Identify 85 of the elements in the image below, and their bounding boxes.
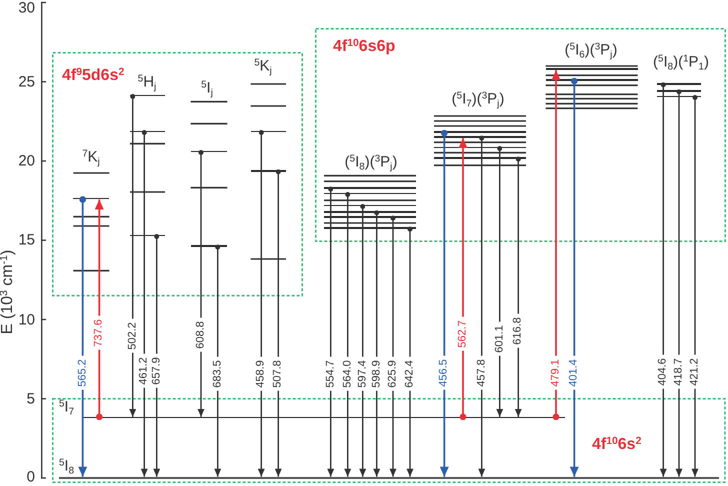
transition-arrow xyxy=(692,94,698,477)
transition-arrow xyxy=(552,70,560,420)
wavelength-label: 421.2 xyxy=(690,355,700,389)
energy-level-line xyxy=(324,211,416,213)
energy-level-line xyxy=(250,130,286,132)
wavelength-label: 479.1 xyxy=(550,356,562,390)
term-symbol-label: ($^{5}$I$_{7}$)($^{3}$P$_{j}$) xyxy=(452,91,504,106)
transition-arrow xyxy=(676,89,682,477)
energy-level-line xyxy=(434,131,526,134)
wavelength-label: 554.7 xyxy=(325,357,336,391)
energy-level-line xyxy=(324,192,416,194)
term-symbol-label: $^{7}$K$_{j}$ xyxy=(82,150,100,164)
transition-arrow xyxy=(140,130,148,477)
configuration-label: 4f$^{10}$6s$^{2}$ xyxy=(592,436,642,453)
transition-arrow xyxy=(274,169,282,477)
wavelength-label: 401.4 xyxy=(568,356,580,390)
term-symbol-label: ($^{5}$I$_{8}$)($^{3}$P$_{j}$) xyxy=(344,154,398,170)
wavelength-label: 642.4 xyxy=(404,357,416,391)
transition-arrow xyxy=(478,136,486,477)
wavelength-label: 565.2 xyxy=(77,356,88,390)
wavelength-label: 458.9 xyxy=(256,357,267,391)
energy-level-line xyxy=(250,170,286,172)
level-label: $^{5}$I$_{8}$ xyxy=(58,458,74,474)
level-label: $^{5}$I$_{7}$ xyxy=(58,399,74,414)
wavelength-label: 683.5 xyxy=(212,357,224,391)
dashed-group-frame xyxy=(52,398,726,484)
energy-level-line xyxy=(656,83,701,85)
wavelength-label: 608.8 xyxy=(196,318,206,352)
term-symbol-label: ($^{5}$I$_{8}$)($^{1}$P$_{1}$) xyxy=(653,54,709,70)
wavelength-label: 616.8 xyxy=(512,314,524,348)
energy-level-line xyxy=(434,157,526,160)
wavelength-label: 404.6 xyxy=(658,355,669,389)
axis-tick-label: 15 xyxy=(18,232,35,248)
energy-level-line xyxy=(324,204,416,206)
energy-level-line xyxy=(434,146,526,148)
axis-tick-label: 0 xyxy=(26,470,35,484)
energy-level-line xyxy=(130,234,165,236)
dashed-group-frame xyxy=(52,52,304,297)
transition-arrow xyxy=(570,78,579,477)
energy-level-line xyxy=(73,198,110,200)
energy-level-line xyxy=(324,187,416,190)
wavelength-label: 418.7 xyxy=(674,355,684,389)
dashed-group-frame xyxy=(315,28,726,242)
energy-level-line xyxy=(656,90,701,92)
energy-level-line xyxy=(324,227,416,230)
energy-level-line xyxy=(434,136,526,138)
axis-tick-label: 10 xyxy=(18,312,35,327)
transition-arrow xyxy=(440,130,449,477)
energy-level-line xyxy=(190,150,228,152)
energy-level-line xyxy=(130,94,165,96)
energy-level-line xyxy=(190,245,228,248)
wavelength-label: 597.4 xyxy=(357,357,368,391)
wavelength-label: 461.2 xyxy=(138,354,150,388)
transition-arrow xyxy=(344,192,352,477)
wavelength-label: 457.8 xyxy=(476,356,488,390)
wavelength-label: 601.1 xyxy=(494,322,506,356)
term-symbol-label: $^{5}$H$_{j}$ xyxy=(138,74,156,90)
energy-level-line xyxy=(656,96,701,98)
term-symbol-label: ($^{5}$I$_{6}$)($^{3}$P$_{j}$) xyxy=(564,42,618,57)
transition-arrow xyxy=(660,82,667,477)
wavelength-label: 657.9 xyxy=(151,354,162,388)
transition-arrow xyxy=(129,94,136,417)
configuration-label: 4f$^{9}$5d6s$^{2}$ xyxy=(62,68,124,84)
wavelength-label: 502.2 xyxy=(127,319,138,353)
energy-level-line xyxy=(82,416,565,418)
transition-arrow xyxy=(258,130,265,477)
wavelength-label: 564.0 xyxy=(342,357,354,391)
energy-level-line xyxy=(324,216,416,218)
energy-level-line xyxy=(58,476,719,480)
term-symbol-label: $^{5}$I$_{j}$ xyxy=(201,80,213,96)
term-symbol-label: $^{5}$K$_{j}$ xyxy=(254,58,272,74)
energy-level-line xyxy=(546,68,638,70)
axis-tick-label: 5 xyxy=(26,391,35,406)
wavelength-label: 507.8 xyxy=(272,357,284,391)
wavelength-label: 456.5 xyxy=(438,356,450,390)
wavelength-label: 562.7 xyxy=(458,317,468,351)
axis-tick-label: 25 xyxy=(18,74,35,90)
wavelength-label: 598.9 xyxy=(371,357,382,391)
wavelength-label: 625.9 xyxy=(388,357,398,391)
wavelength-label: 737.6 xyxy=(94,316,105,350)
energy-level-line xyxy=(130,130,165,132)
energy-level-line xyxy=(546,79,638,82)
axis-tick-label: 30 xyxy=(18,0,35,16)
axis-tick-label: 20 xyxy=(18,154,35,168)
configuration-label: 4f$^{10}$6s6p xyxy=(333,38,396,55)
